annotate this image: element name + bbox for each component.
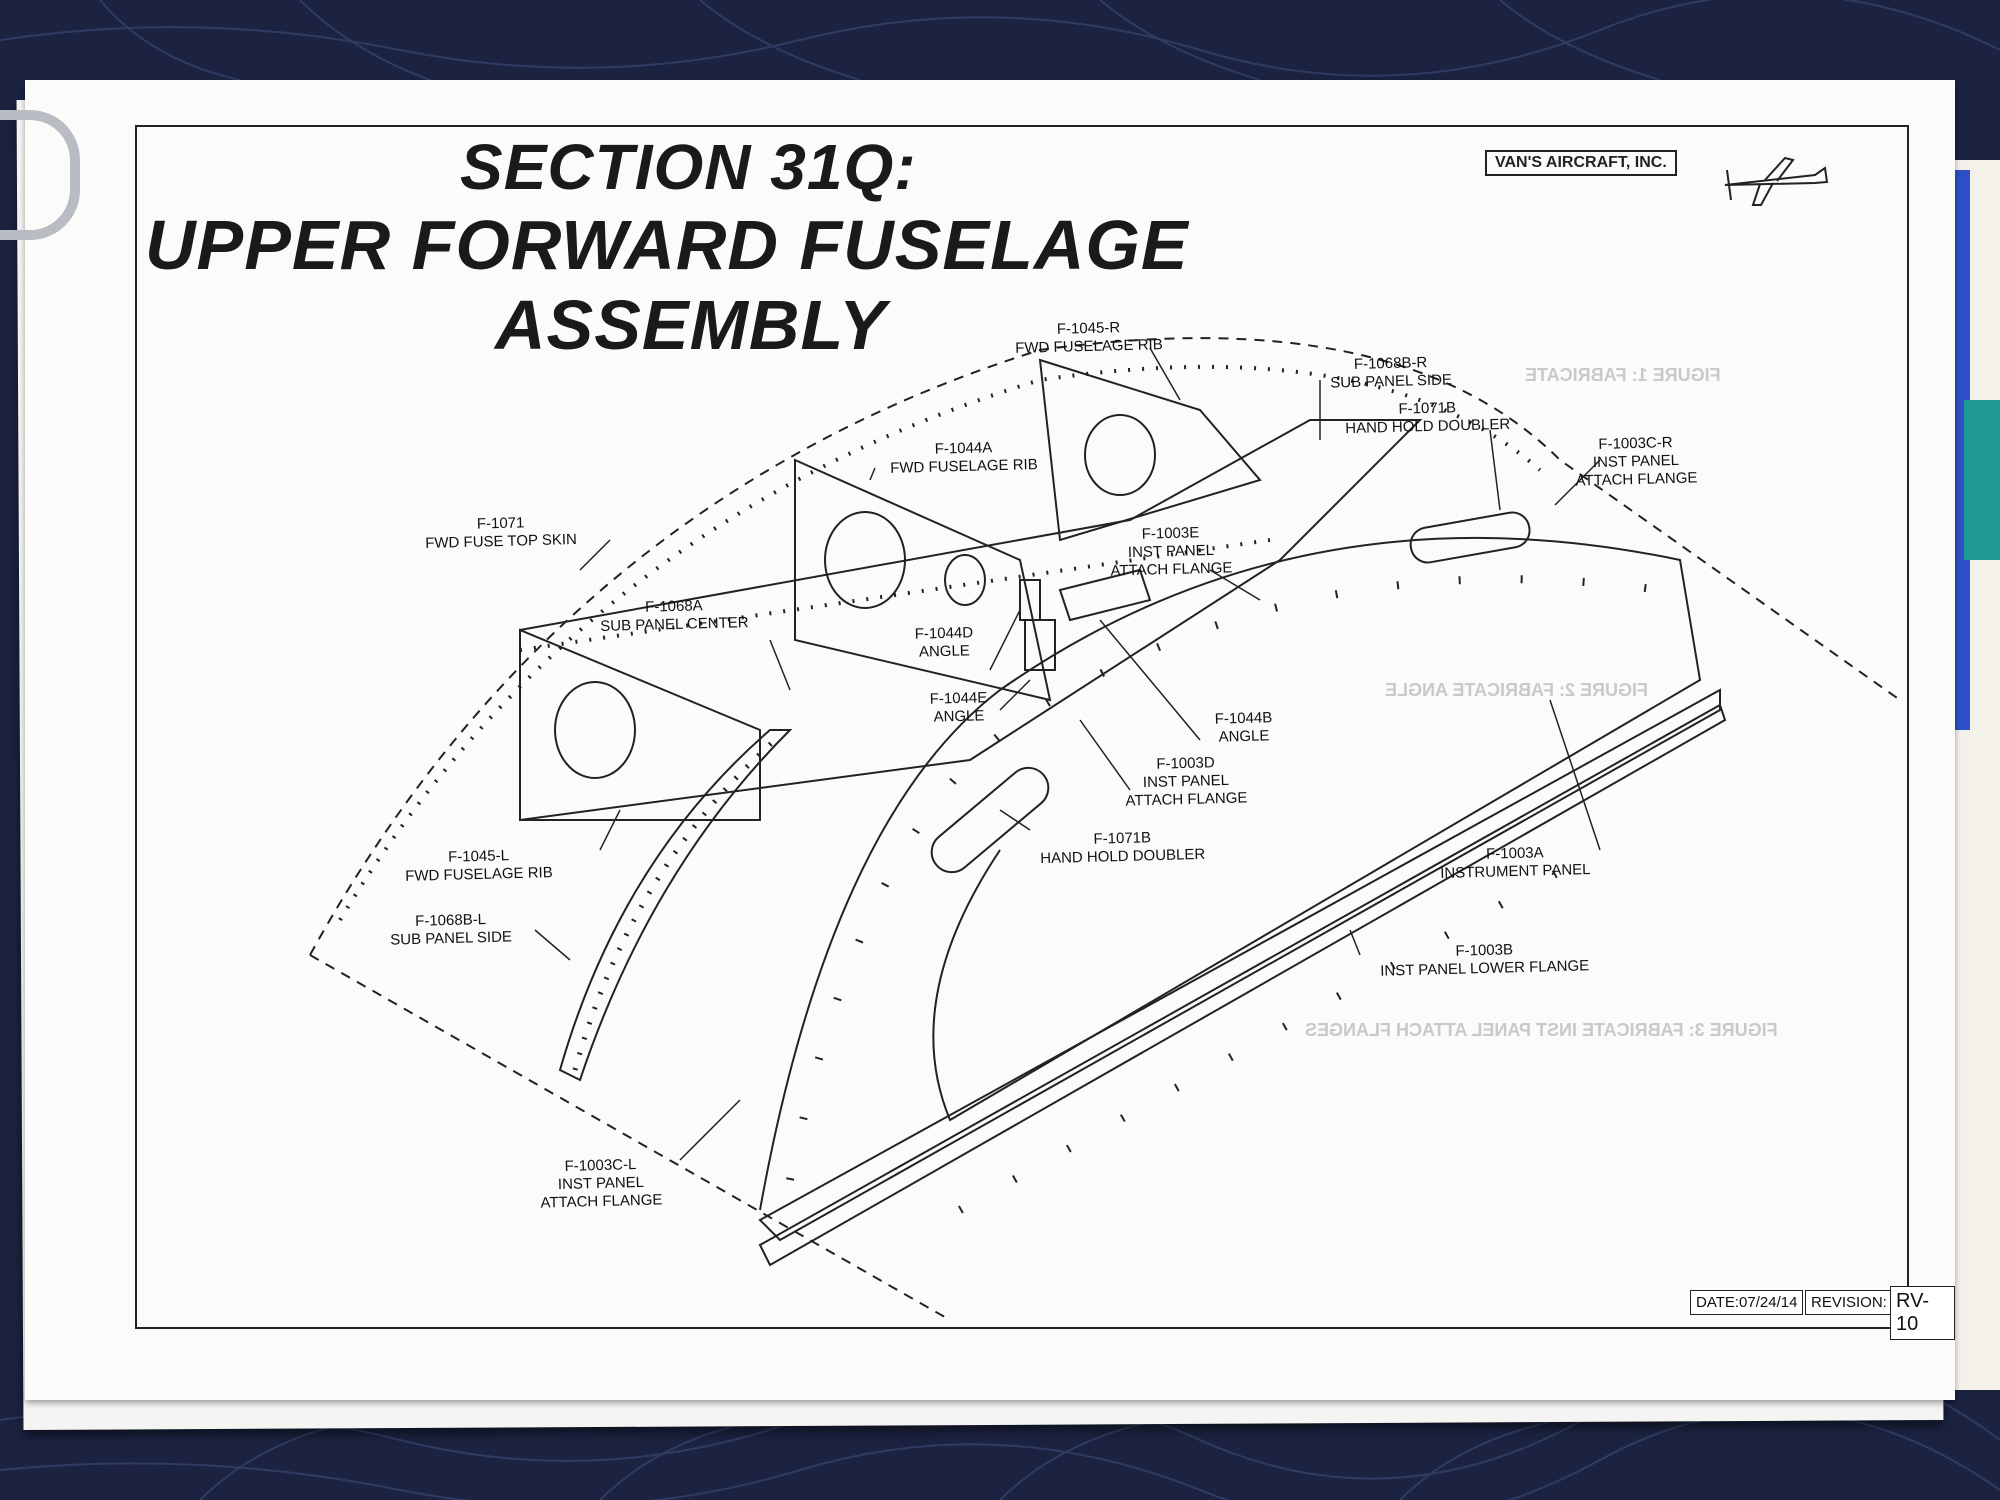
airplane-icon (1724, 156, 1829, 206)
angle-f1044e (1024, 619, 1056, 671)
binder-ring (0, 110, 80, 240)
binder-tab-teal[interactable] (1964, 400, 2000, 560)
rib-f1045l (558, 729, 793, 1082)
angle-f1044d (1019, 579, 1041, 621)
page-frame (135, 125, 1909, 1329)
section-title: SECTION 31Q: (460, 131, 917, 203)
hand-hold-doubler-bottom (930, 766, 1050, 874)
footer-date: DATE:07/24/14 (1690, 1290, 1804, 1315)
instrument-panel (758, 688, 1721, 1242)
footer-revision: REVISION: 0 (1805, 1290, 1906, 1315)
company-logo-text: VAN'S AIRCRAFT, INC. (1485, 150, 1677, 176)
rib-f1044a (794, 458, 1052, 702)
section-subtitle-2: ASSEMBLY (495, 286, 887, 364)
angle-f1044b (1058, 568, 1152, 622)
sub-panel-left (519, 628, 761, 821)
manual-page: FIGURE 3: FABRICATE INST PANEL ATTACH FL… (25, 80, 1955, 1400)
top-skin-left-edge (309, 954, 951, 1321)
panel-arch (759, 536, 1702, 1211)
lower-flange (758, 703, 1727, 1267)
section-subtitle: UPPER FORWARD FUSELAGE (145, 206, 1189, 284)
sub-panel-center (519, 419, 1423, 822)
footer-model: RV-10 (1890, 1286, 1955, 1340)
hand-hold-doubler-top (1409, 511, 1531, 564)
rib-f1045r (1038, 358, 1262, 542)
